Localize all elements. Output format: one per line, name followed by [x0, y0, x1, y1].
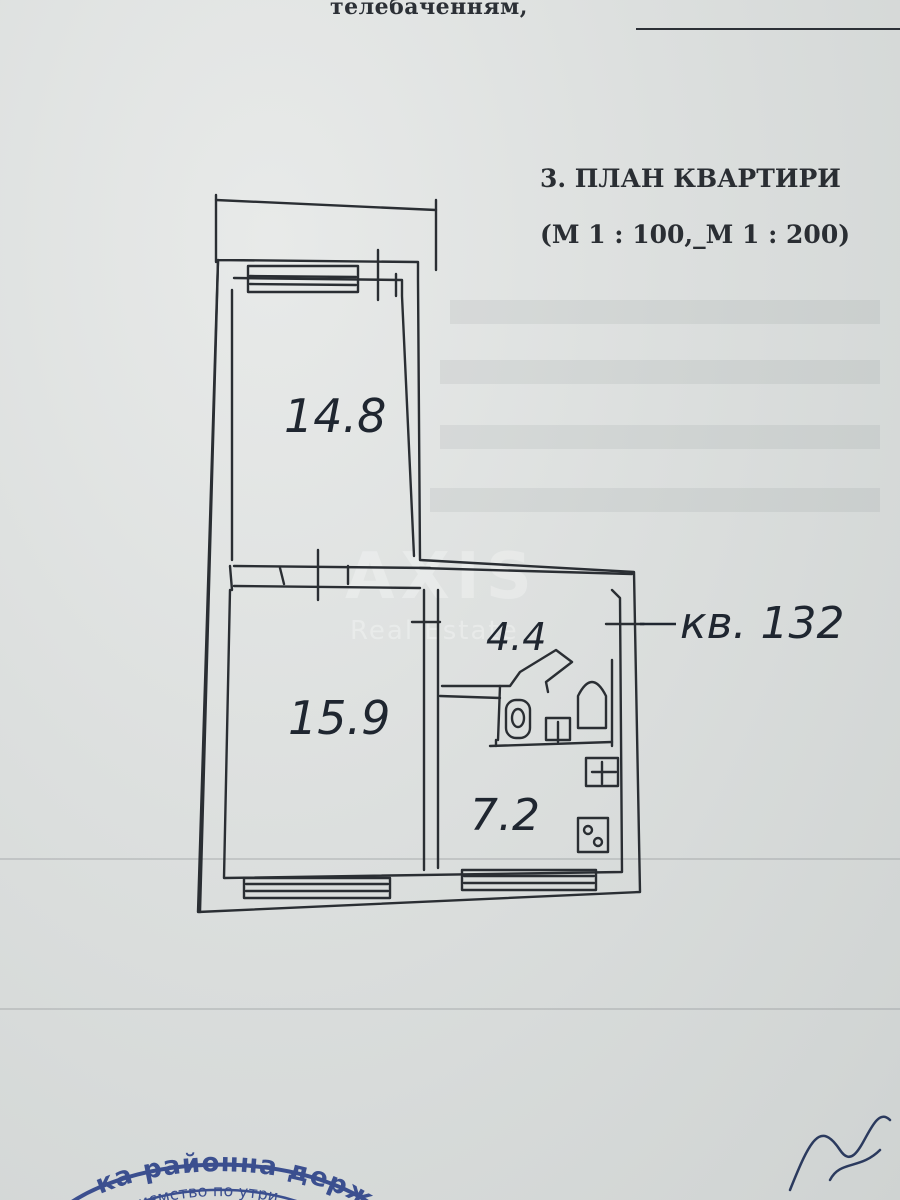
bleed-through-line [440, 425, 880, 449]
bleed-through-line [430, 488, 880, 512]
top-text-fragment: телебаченням, [330, 0, 528, 20]
section-title: 3. ПЛАН КВАРТИРИ [540, 164, 841, 193]
paper-fold-line [0, 858, 900, 860]
door-ticks [278, 548, 646, 626]
room-area-label: 15.9 [288, 691, 390, 745]
window-top [246, 248, 398, 302]
exterior-wall [196, 258, 642, 914]
bleed-through-line [450, 300, 880, 324]
room-area-label: 4.4 [486, 615, 546, 659]
bathtub [576, 680, 608, 730]
bleed-through-line [440, 360, 880, 384]
room-area-label: 7.2 [470, 790, 540, 841]
signature [788, 1115, 892, 1192]
toilet [504, 698, 532, 740]
official-stamp: ка районна держ рприємство по утри [71, 1148, 378, 1200]
fill-in-line [636, 28, 900, 30]
dimension-line [214, 193, 438, 272]
stove [576, 816, 610, 854]
scale-note: (М 1 : 100,_М 1 : 200) [540, 220, 851, 249]
sink [544, 716, 572, 744]
room-area-label: 14.8 [284, 389, 386, 443]
window-bottom-right [460, 868, 598, 892]
interior-wall [422, 588, 440, 872]
kitchen-sink [584, 756, 620, 788]
bathroom-partition [438, 648, 614, 748]
apartment-label: кв. 132 [680, 598, 844, 649]
paper-fold-line [0, 1008, 900, 1010]
window-bottom-left [242, 876, 392, 900]
